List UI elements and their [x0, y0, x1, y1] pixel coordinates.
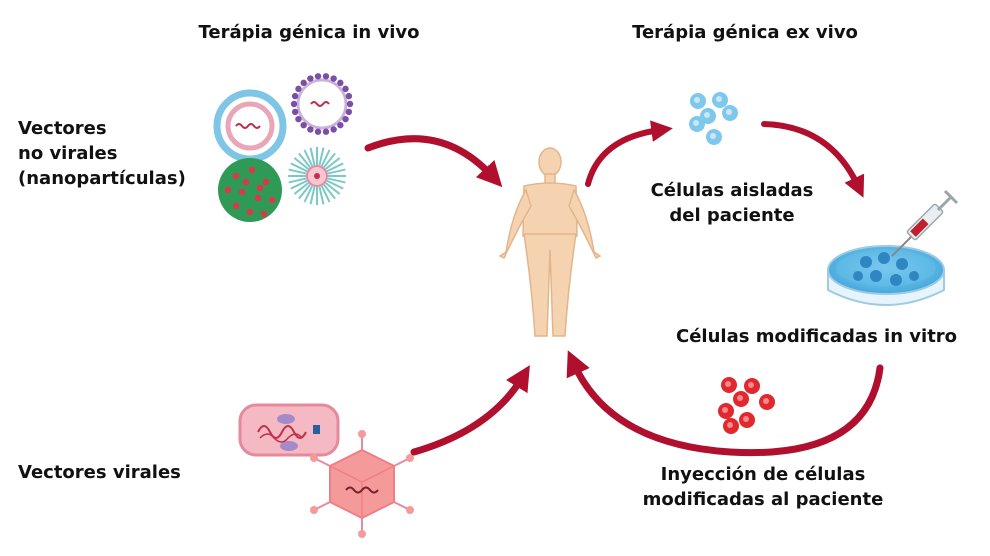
heading-ex-vivo: Terápia génica ex vivo: [632, 22, 858, 43]
label-non-viral-vectors: Vectores no virales (nanopartículas): [18, 118, 186, 189]
label-modified-cells: Células modificadas in vitro: [676, 326, 958, 347]
liposome-icon: [213, 89, 287, 163]
micelle-icon: [290, 73, 354, 135]
syringe-icon: [891, 189, 959, 257]
arrow-nonviral-to-body: [364, 135, 503, 188]
label-injection: Inyección de células modificadas al paci…: [642, 464, 884, 510]
polymer-nanoparticle-icon: [218, 158, 282, 222]
dendrimer-icon: [288, 147, 346, 205]
arrow-body-to-cells: [585, 120, 673, 187]
heading-in-vivo: Terápia génica in vivo: [198, 22, 420, 43]
arrow-cells-to-dish: [761, 121, 865, 198]
label-viral-vectors: Vectores virales: [18, 462, 181, 483]
arrow-injection-to-body: [566, 350, 884, 457]
label-isolated-cells: Células aisladas del paciente: [650, 180, 814, 226]
arrow-viral-to-body: [410, 365, 530, 456]
isolated-cells-icon: [689, 92, 738, 145]
modified-cells-icon: [718, 377, 775, 434]
petri-dish-icon: [827, 245, 945, 306]
human-body-icon: [498, 147, 602, 337]
virus-icon: [310, 430, 414, 538]
bacterium-icon: [238, 403, 340, 457]
